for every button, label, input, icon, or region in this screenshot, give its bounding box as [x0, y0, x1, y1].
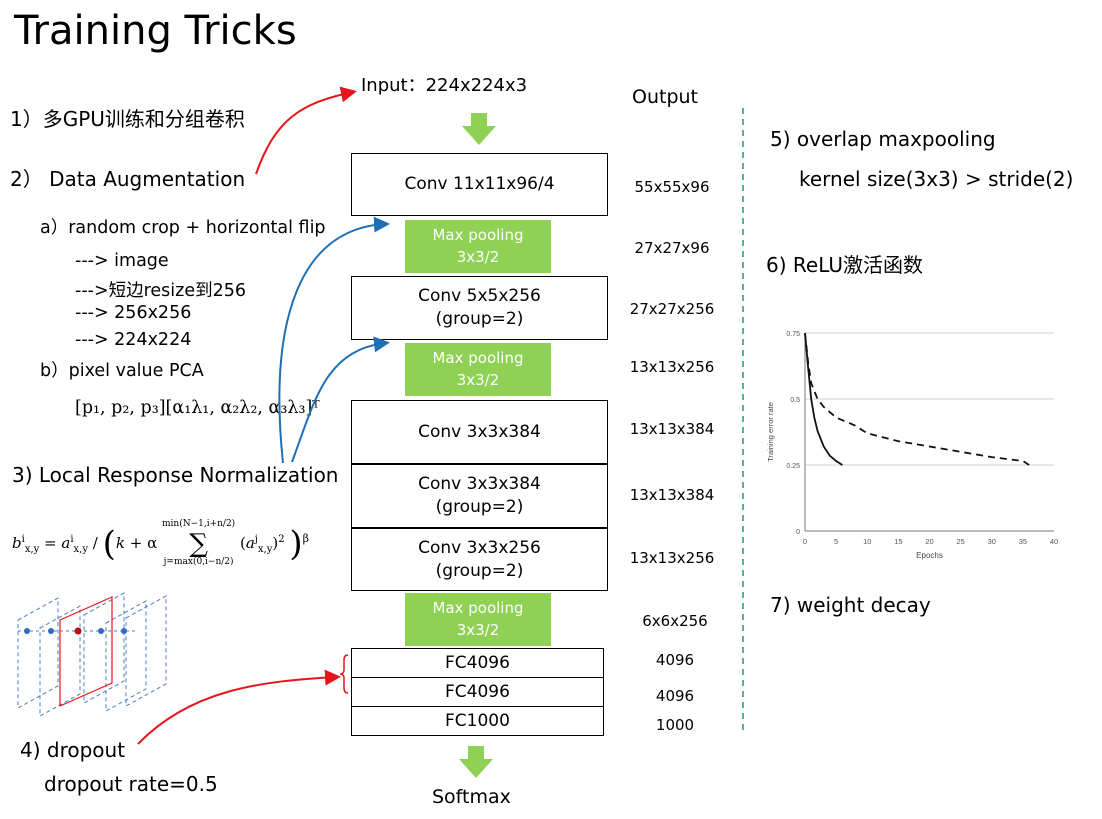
layer-text: Conv 11x11x96/4: [404, 174, 555, 195]
dropout-rate: dropout rate=0.5: [44, 772, 218, 796]
layer-text: Conv 5x5x256: [418, 286, 541, 307]
chart-x-label: Epochs: [916, 551, 943, 560]
item-data-augmentation: 2） Data Augmentation: [10, 167, 246, 191]
softmax-label: Softmax: [432, 786, 511, 808]
output-size: 13x13x256: [629, 358, 715, 376]
output-size: 4096: [655, 687, 695, 705]
chart-y-tick: 0.5: [790, 397, 800, 404]
layer-text: 3x3/2: [456, 370, 500, 389]
layer-pool1: Max pooling 3x3/2: [405, 220, 551, 273]
layer-text: FC4096: [445, 652, 510, 673]
layer-fc3: FC1000: [351, 706, 604, 736]
layer-text: (group=2): [435, 560, 524, 581]
input-down-arrow: [462, 113, 496, 145]
layer-text: FC4096: [445, 681, 510, 702]
chart-x-tick: 30: [988, 537, 996, 546]
chart-x-tick: 10: [863, 537, 871, 546]
item-lrn: 3) Local Response Normalization: [12, 463, 339, 487]
lrn-illustration: [17, 592, 167, 717]
pca-formula: [p₁, p₂, p₃][α₁λ₁, α₂λ₂, α₃λ₃]ᵀ: [75, 398, 320, 418]
item-pixel-pca: b）pixel value PCA: [40, 361, 204, 381]
chart-x-tick: 0: [803, 537, 807, 546]
crop-step: --->短边resize到256: [75, 281, 247, 301]
layer-text: (group=2): [435, 497, 524, 517]
layer-fc2: FC4096: [351, 677, 604, 707]
lrn-highlight-kernel: [59, 596, 113, 707]
item-overlap-maxpool: 5) overlap maxpooling: [770, 127, 996, 151]
item-dropout: 4) dropout: [20, 738, 126, 762]
chart-x-tick: 25: [956, 537, 964, 546]
lrn-dot: [121, 628, 127, 634]
red-arrow-dropout: [137, 669, 341, 745]
chart-plot-area: [805, 333, 1054, 531]
input-label: Input：224x224x3: [361, 75, 528, 96]
output-size: 6x6x256: [642, 612, 708, 630]
layer-conv3: Conv 3x3x384: [351, 400, 608, 464]
lrn-dot: [48, 628, 54, 634]
lrn-dot: [74, 627, 82, 635]
layer-text: (group=2): [435, 309, 524, 329]
softmax-down-arrow: [459, 746, 493, 778]
crop-step: ---> image: [75, 251, 169, 271]
output-size: 27x27x256: [629, 300, 715, 318]
layer-text: Conv 3x3x256: [418, 537, 541, 558]
layer-pool2: Max pooling 3x3/2: [405, 343, 551, 396]
lrn-dot: [24, 628, 30, 634]
crop-step: ---> 256x256: [75, 303, 192, 323]
layer-text: Max pooling: [432, 348, 524, 367]
fc-bracket: [339, 654, 349, 694]
layer-text: Max pooling: [432, 225, 524, 244]
item-weight-decay: 7) weight decay: [770, 593, 931, 617]
layer-text: Conv 3x3x384: [418, 421, 541, 442]
output-header: Output: [632, 86, 698, 108]
layer-conv5: Conv 3x3x256 (group=2): [351, 528, 608, 591]
layer-text: Conv 3x3x384: [418, 474, 541, 495]
red-arrow-augmentation: [255, 86, 357, 175]
layer-conv2: Conv 5x5x256 (group=2): [351, 276, 608, 340]
output-size: 1000: [655, 716, 695, 734]
layer-fc1: FC4096: [351, 648, 604, 678]
chart-x-tick: 35: [1019, 537, 1027, 546]
chart-y-tick: 0.75: [786, 331, 800, 338]
layer-conv1: Conv 11x11x96/4: [351, 153, 608, 216]
chart-series-line: [804, 332, 843, 466]
chart-x-tick: 40: [1050, 537, 1058, 546]
chart-y-tick: 0: [796, 529, 800, 536]
layer-text: Max pooling: [432, 598, 524, 617]
crop-step: ---> 224x224: [75, 330, 192, 350]
chart-y-label: Training error rate: [766, 402, 775, 462]
output-size: 55x55x96: [634, 178, 710, 196]
chart-x-tick: 20: [925, 537, 933, 546]
item-random-crop: a）random crop + horizontal flip: [40, 218, 326, 238]
output-size: 13x13x256: [629, 549, 715, 567]
layer-text: 3x3/2: [456, 620, 500, 639]
lrn-dot: [98, 628, 104, 634]
item-relu: 6) ReLU激活函数: [766, 253, 923, 277]
item-multi-gpu: 1）多GPU训练和分组卷积: [10, 107, 245, 131]
output-size: 27x27x96: [634, 239, 710, 257]
layer-conv4: Conv 3x3x384 (group=2): [351, 464, 608, 528]
chart-x-tick: 15: [894, 537, 902, 546]
layer-text: 3x3/2: [456, 247, 500, 266]
output-size: 4096: [655, 651, 695, 669]
lrn-formula: bix,y = aix,y / (k + α min(N−1,i+n/2)∑j=…: [12, 519, 309, 568]
chart-x-tick: 5: [834, 537, 838, 546]
layer-pool3: Max pooling 3x3/2: [405, 593, 551, 646]
output-size: 13x13x384: [629, 486, 715, 504]
chart-y-tick: 0.25: [786, 463, 800, 470]
output-size: 13x13x384: [629, 420, 715, 438]
chart-series-line: [804, 332, 1030, 466]
layer-text: FC1000: [445, 710, 510, 731]
item-kernel-size: kernel size(3x3) > stride(2): [799, 167, 1074, 191]
page-title: Training Tricks: [14, 8, 297, 54]
